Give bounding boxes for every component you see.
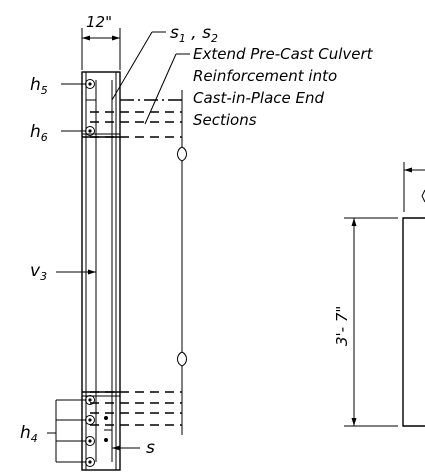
v3-callout: v3 [30,261,96,283]
h4-callout: h4 [20,399,85,463]
note-line-4: Sections [193,111,257,129]
h6-label: h6 [30,122,48,144]
width-dimension-label: 12" [86,13,112,31]
break-line [177,90,187,435]
note-line-2: Reinforcement into [193,67,337,85]
rebar-circles [85,79,108,467]
h6-callout: h6 [30,122,85,144]
note-line-3: Cast-in-Place End [193,89,324,107]
width-dimension: 12" [81,13,121,70]
s-bottom-label: s [146,438,155,458]
note-line-1: Extend Pre-Cast Culvert [193,45,374,63]
h5-label: h5 [30,75,48,97]
h5-callout: h5 [30,75,85,97]
s-bottom-callout: s [112,438,155,458]
height-dimension: 3'- 7" [333,217,398,427]
right-section-outline [402,162,425,427]
extended-bars-bottom [90,391,182,426]
s1-s2-label: s1 , s2 [170,23,218,45]
h4-label: h4 [20,423,38,445]
s1-s2-callout: s1 , s2 [111,23,218,101]
wall-section [81,71,121,471]
height-dimension-label: 3'- 7" [333,306,351,346]
extended-bars-top [90,99,182,138]
v3-label: v3 [30,261,47,283]
extend-reinforcement-note: Extend Pre-Cast Culvert Reinforcement in… [144,45,374,129]
